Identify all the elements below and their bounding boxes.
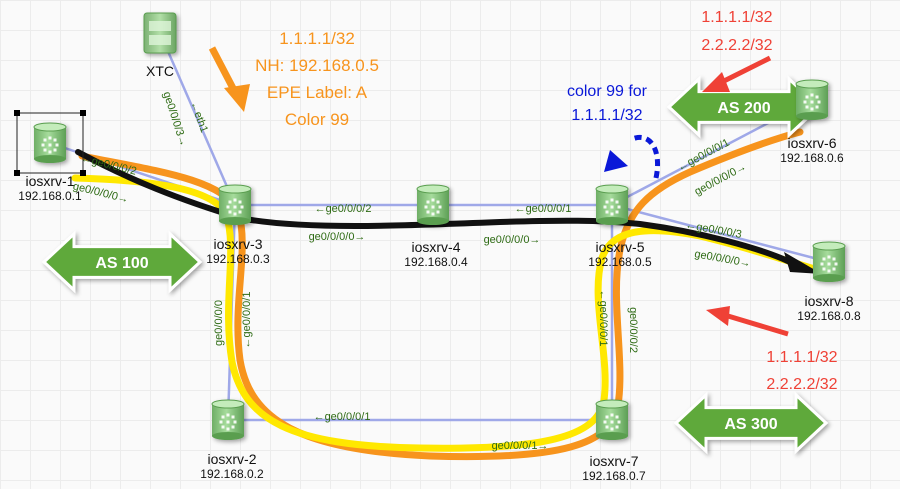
interface-label: ge0/0/0/0→	[484, 234, 541, 246]
yellow-path	[71, 174, 822, 452]
router-icon	[595, 399, 629, 440]
node-name: iosxrv-5	[595, 239, 644, 255]
blue-dotted-arrow	[628, 135, 660, 179]
node-name: iosxrv-2	[207, 451, 256, 467]
annotation-arrows	[208, 46, 789, 337]
xtc-advert-line-2: NH: 192.168.0.5	[255, 56, 379, 75]
as-100-arrow: AS 100	[41, 230, 203, 294]
interface-label: ←ge0/0/0/1	[515, 203, 572, 215]
node-ip: 192.168.0.4	[404, 255, 468, 269]
node-name: iosxrv-4	[411, 239, 460, 255]
as200-prefix-2: 2.2.2.2/32	[701, 37, 772, 54]
link-iosxrv-5-iosxrv-8[interactable]	[611, 203, 830, 264]
router-icon	[595, 184, 629, 225]
server-icon	[143, 12, 177, 54]
node-ip: 192.168.0.3	[206, 252, 270, 266]
color-note-line-1: color 99 for	[567, 83, 648, 100]
node-ip: 192.168.0.6	[780, 151, 844, 165]
interface-label: ge0/0/0/0→	[309, 231, 366, 243]
node-name: iosxrv-3	[213, 236, 262, 252]
node-ip: 192.168.0.7	[582, 469, 646, 483]
link-xtc-iosxrv-3[interactable]	[158, 32, 237, 206]
color-note-line-2: 1.1.1.1/32	[571, 107, 642, 124]
node-name: iosxrv-1	[25, 173, 74, 189]
selection-handle[interactable]	[80, 170, 86, 176]
black-path-arrowhead	[784, 252, 822, 274]
node-name: iosxrv-8	[804, 293, 853, 309]
as-300-label: AS 300	[724, 416, 777, 433]
orange-arrow-line	[208, 46, 240, 96]
orange-arrow-head	[224, 84, 250, 112]
as-200-label: AS 200	[717, 100, 770, 117]
selection-handle[interactable]	[80, 110, 86, 116]
red-arrow-line-top	[720, 55, 772, 85]
annotation-text: 1.1.1.1/32 NH: 192.168.0.5 EPE Label: A …	[255, 9, 838, 393]
router-icon	[33, 122, 67, 163]
interface-label: ge0/0/0/0	[213, 300, 225, 346]
node-ip: 192.168.0.1	[18, 189, 82, 203]
router-icon	[795, 79, 829, 120]
red-arrow-head-top	[702, 72, 730, 92]
nodes-layer: XTCiosxrv-1192.168.0.1iosxrv-3192.168.0.…	[14, 12, 861, 483]
interface-label: ←eth1	[188, 100, 210, 135]
router-icon	[218, 184, 252, 225]
as-arrows: AS 100 AS 200 AS 300	[41, 75, 829, 455]
node-ip: 192.168.0.5	[588, 255, 652, 269]
red-arrow-line-bottom	[727, 313, 789, 337]
as300-prefix-1: 1.1.1.1/32	[766, 349, 837, 366]
interface-label: ge0/0/0/1→	[492, 440, 549, 452]
as-100-label: AS 100	[95, 255, 148, 272]
black-path	[75, 149, 793, 265]
node-xtc[interactable]: XTC	[143, 12, 177, 79]
interface-label: ←ge0/0/0/1	[597, 290, 609, 347]
selection-box	[16, 112, 84, 174]
router-icon	[416, 184, 450, 225]
blue-arrow-head	[604, 150, 628, 172]
as200-prefix-1: 1.1.1.1/32	[701, 9, 772, 26]
node-ip: 192.168.0.2	[200, 467, 264, 481]
as300-prefix-2: 2.2.2.2/32	[766, 376, 837, 393]
xtc-advert-line-4: Color 99	[285, 110, 349, 129]
node-ip: 192.168.0.8	[797, 309, 861, 323]
router-icon	[211, 399, 245, 440]
interface-label: ge0/0/0/3→	[160, 90, 189, 148]
interface-label: ←ge0/0/0/2	[315, 203, 372, 215]
selection-handle[interactable]	[14, 170, 20, 176]
interface-label: ←ge0/0/0/2	[80, 152, 138, 177]
node-name: iosxrv-7	[589, 453, 638, 469]
node-name: XTC	[146, 63, 174, 79]
xtc-advert-line-1: 1.1.1.1/32	[279, 29, 355, 48]
interface-label: ge0/0/0/0→	[693, 248, 751, 270]
selection-handle[interactable]	[14, 110, 20, 116]
as-300-arrow: AS 300	[673, 391, 829, 455]
xtc-advert-line-3: EPE Label: A	[267, 83, 368, 102]
router-icon	[812, 241, 846, 282]
interface-label: ←ge0/0/0/1	[241, 292, 253, 349]
red-arrow-head-bottom	[706, 306, 730, 326]
node-name: iosxrv-6	[787, 135, 836, 151]
interface-label: ge0/0/0/2	[627, 307, 639, 353]
interface-label: ←ge0/0/0/1	[314, 411, 371, 423]
